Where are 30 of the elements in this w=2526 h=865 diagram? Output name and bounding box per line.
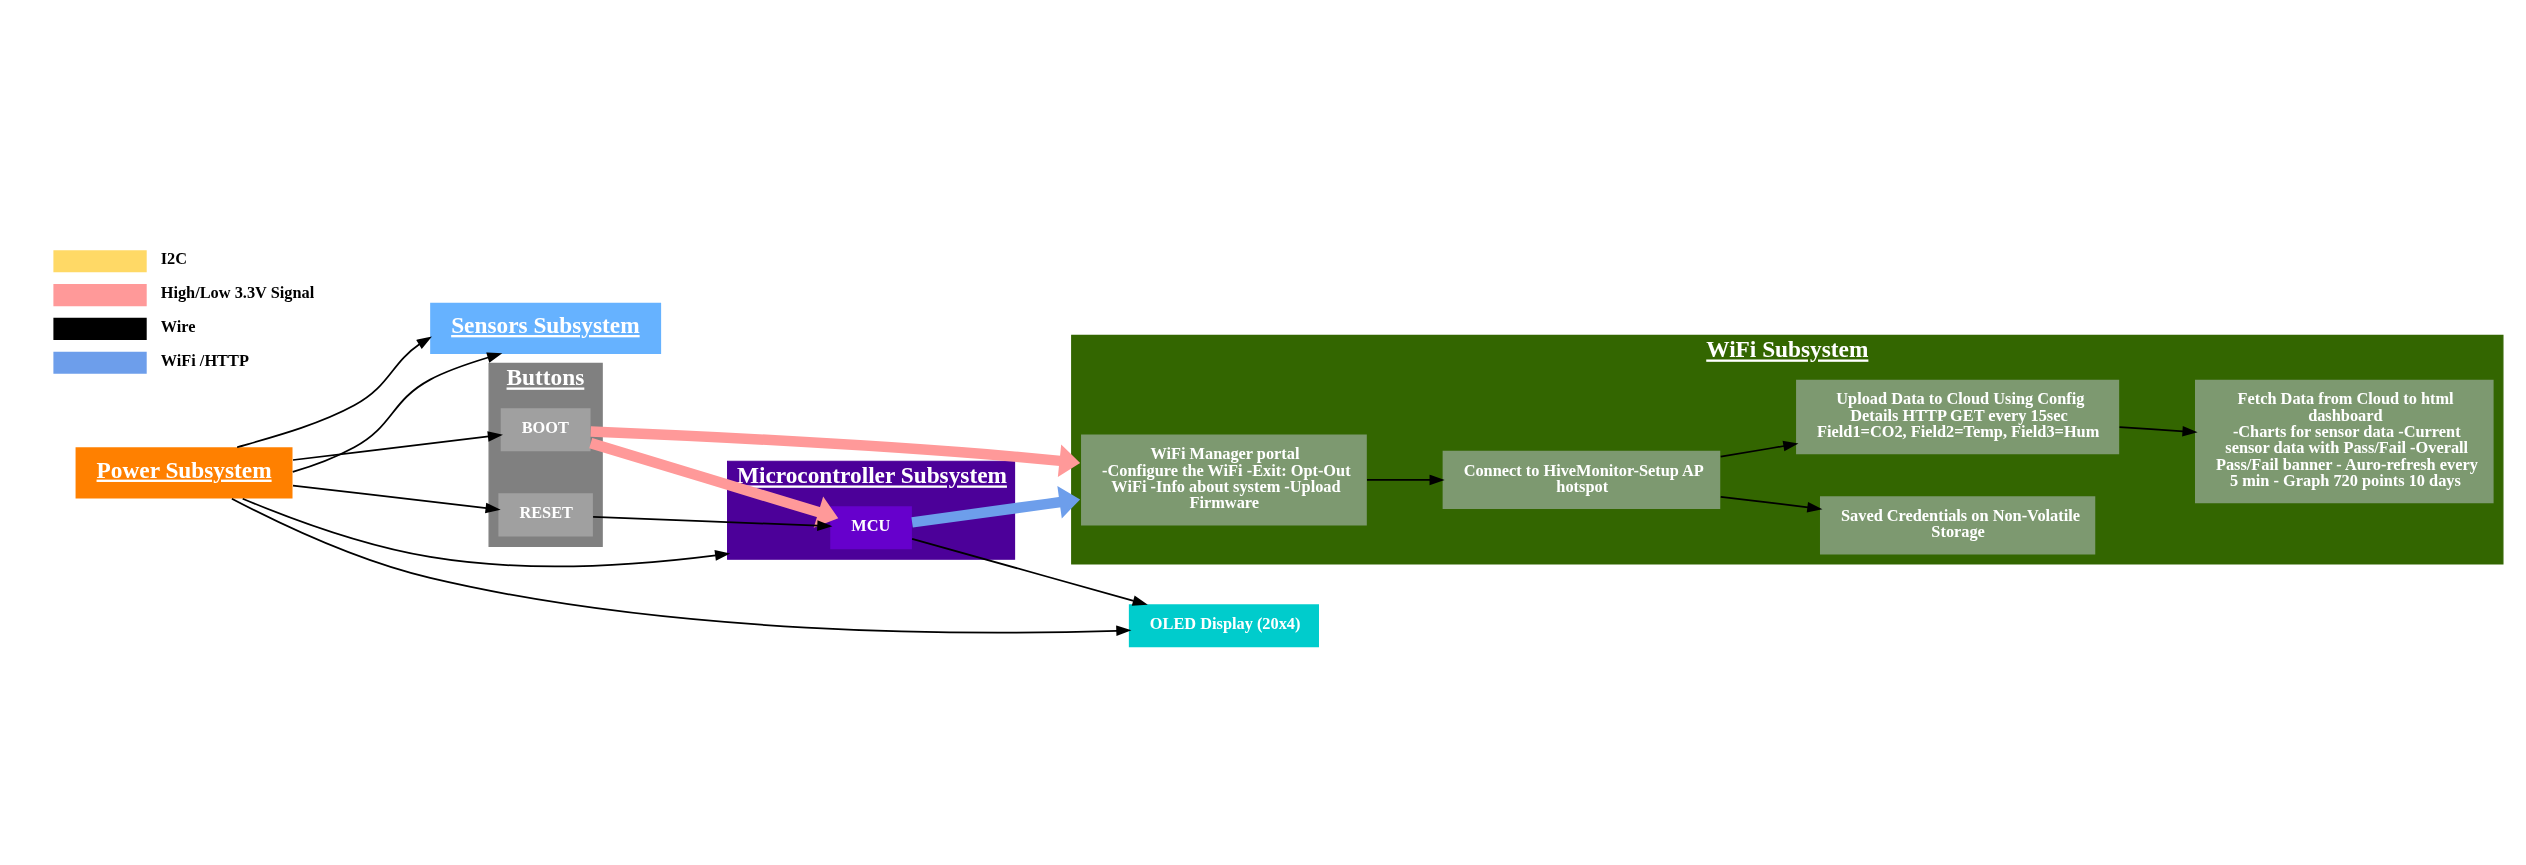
arrow bbox=[911, 485, 1081, 528]
arrow bbox=[292, 484, 501, 513]
arrow bbox=[911, 537, 1148, 606]
node-box: Fetch Data from Cloud to html dashboard -Charts for sensor data -Current sensor data with Pass/Fail -Overall Pass/Fail banner - Auro-refresh every 5 min - Graph 720 points 10 days bbox=[2195, 379, 2494, 503]
node-box: Connect to HiveMonitor-Setup AP hotspot bbox=[1442, 450, 1721, 509]
arrow bbox=[1366, 474, 1445, 485]
legend-label: Wire bbox=[160, 316, 196, 336]
arrow bbox=[592, 515, 833, 531]
legend-label: WiFi /HTTP bbox=[160, 350, 249, 370]
arrow bbox=[292, 430, 503, 461]
legend-label: I2C bbox=[160, 248, 188, 268]
arrow bbox=[241, 497, 731, 567]
legend-label: High/Low 3.3V Signal bbox=[160, 282, 315, 302]
arrow bbox=[231, 497, 1132, 636]
arrow bbox=[1719, 440, 1799, 458]
node-box: BOOT bbox=[500, 407, 591, 451]
node-box: Power Subsystem bbox=[75, 446, 293, 499]
node-box: RESET bbox=[498, 492, 593, 536]
arrow bbox=[1719, 495, 1823, 513]
node-box: WiFi Manager portal -Configure the WiFi -Exit: Opt-Out WiFi -Info about system -Upload Firmware bbox=[1081, 433, 1367, 525]
arrow bbox=[2118, 425, 2198, 436]
node-box: MCU bbox=[830, 505, 912, 549]
node-box: Sensors Subsystem bbox=[430, 302, 662, 354]
arrow bbox=[590, 425, 1081, 477]
node-box: Upload Data to Cloud Using Config Details HTTP GET every 15sec Field1=CO2, Field2=Temp, Field3=Hum bbox=[1796, 379, 2120, 454]
node-box: Saved Credentials on Non-Volatile Storage bbox=[1820, 495, 2096, 555]
node-box: OLED Display (20x4) bbox=[1128, 603, 1319, 647]
arrow bbox=[236, 336, 432, 448]
arrow bbox=[291, 352, 503, 473]
arrow bbox=[589, 437, 839, 528]
